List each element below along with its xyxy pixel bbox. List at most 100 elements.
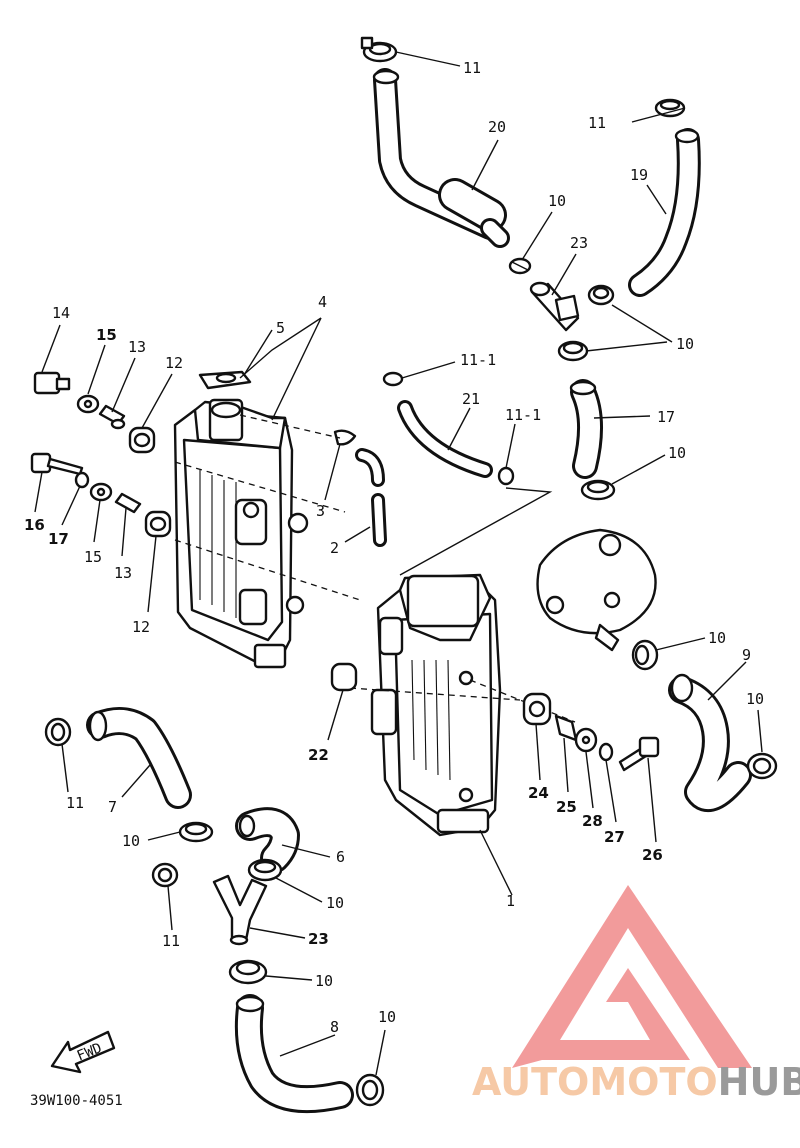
hose-clamp-10-pump	[631, 639, 659, 671]
hose-clamp-10-lower	[228, 959, 268, 985]
callout-11: 11	[162, 932, 180, 950]
callout-19: 19	[630, 166, 648, 184]
callout-11-1: 11-1	[505, 406, 541, 424]
callout-12: 12	[132, 618, 150, 636]
hose-clamp-11-lower-left	[44, 717, 72, 747]
leader-lines	[34, 51, 763, 1076]
hose-clamp-10-mid	[580, 479, 616, 501]
washer-28	[574, 727, 598, 753]
callout-23: 23	[570, 234, 588, 252]
callout-15: 15	[96, 326, 117, 344]
callout-10: 10	[548, 192, 566, 210]
water-pump-cover	[536, 528, 657, 652]
bolt-14	[33, 371, 71, 395]
callout-8: 8	[330, 1018, 339, 1036]
callout-10: 10	[326, 894, 344, 912]
hose-clamp-11-top	[360, 36, 398, 63]
callout-12: 12	[165, 354, 183, 372]
callout-26: 26	[642, 846, 663, 864]
fwd-arrow-icon	[50, 1030, 116, 1074]
washer-27	[598, 742, 614, 762]
bolt-16	[30, 452, 84, 476]
hose-20	[372, 68, 510, 248]
callout-labels: 11 20 11 19 10 23 10 4 5 14 15 13 12 11-…	[24, 59, 764, 1036]
callout-10: 10	[746, 690, 764, 708]
hose-clamp-11-lower	[151, 862, 179, 888]
drawing-code: 39W100-4051	[30, 1093, 123, 1109]
radiator-left	[173, 398, 309, 669]
collar-25	[554, 714, 578, 742]
callout-11-1: 11-1	[460, 351, 496, 369]
callout-10: 10	[676, 335, 694, 353]
hose-clamp-10-bottom	[355, 1073, 385, 1107]
hose-8	[234, 994, 354, 1114]
washer-17-left	[74, 471, 90, 489]
hose-9	[668, 673, 752, 812]
hose-clamp-10-center-b	[247, 858, 283, 882]
callout-10: 10	[668, 444, 686, 462]
hose-7	[86, 707, 192, 809]
watermark-text-dark: HUB	[718, 1060, 800, 1104]
callout-21: 21	[462, 390, 480, 408]
hose-clamp-11-1-a	[382, 371, 404, 387]
callout-24: 24	[528, 784, 549, 802]
callout-17: 17	[657, 408, 675, 426]
fwd-arrow: FWD	[50, 1030, 116, 1074]
watermark-logo-icon	[512, 885, 752, 1068]
watermark-text: AUTOMOTOHUB	[472, 1060, 800, 1104]
callout-11: 11	[463, 59, 481, 77]
callout-16: 16	[24, 516, 45, 534]
callout-11: 11	[66, 794, 84, 812]
collar-13-bottom	[114, 492, 142, 514]
callout-15: 15	[84, 548, 102, 566]
y-joint-23-lower	[212, 874, 268, 946]
radiator-cap-5	[198, 370, 252, 390]
hose-clamp-10-right-a	[587, 284, 615, 306]
hose-17	[569, 379, 604, 479]
grommet-12-top	[128, 426, 156, 454]
callout-4: 4	[318, 293, 327, 311]
overflow-hose-parts	[355, 448, 387, 547]
callout-5: 5	[276, 319, 285, 337]
watermark: AUTOMOTOHUB	[472, 885, 800, 1104]
hose-clamp-10-right-b	[557, 340, 589, 362]
callout-25: 25	[556, 798, 577, 816]
breather-hose-21	[397, 400, 493, 478]
t-joint-23-upper	[529, 281, 580, 332]
callout-13: 13	[128, 338, 146, 356]
hose-clamp-10-upper	[508, 257, 532, 275]
callout-11: 11	[588, 114, 606, 132]
hose-clamp-10-center-a	[178, 821, 214, 843]
callout-10: 10	[122, 832, 140, 850]
grommet-22	[330, 662, 358, 692]
callout-9: 9	[742, 646, 751, 664]
grommet-24	[522, 692, 552, 726]
bracket-3	[333, 429, 357, 446]
hose-clamp-10-far-right	[746, 752, 778, 780]
callout-10: 10	[315, 972, 333, 990]
callout-6: 6	[336, 848, 345, 866]
watermark-text-light: AUTOMOTO	[472, 1060, 718, 1104]
callout-28: 28	[582, 812, 603, 830]
callout-14: 14	[52, 304, 70, 322]
callout-20: 20	[488, 118, 506, 136]
washer-15-top	[76, 394, 100, 414]
hose-clamp-11-right	[654, 98, 686, 118]
radiator-right	[370, 573, 502, 837]
callout-17: 17	[48, 530, 69, 548]
hose-19	[628, 128, 701, 297]
hose-clamp-11-1-b	[497, 466, 515, 486]
collar-13-top	[98, 404, 126, 430]
washer-15-bottom	[89, 482, 113, 502]
callout-1: 1	[506, 892, 515, 910]
hose-6	[235, 807, 300, 873]
callout-7: 7	[108, 798, 117, 816]
callout-3: 3	[316, 502, 325, 520]
grommet-12-bottom	[144, 510, 172, 538]
callout-27: 27	[604, 828, 625, 846]
callout-10: 10	[378, 1008, 396, 1026]
callout-10: 10	[708, 629, 726, 647]
callout-22: 22	[308, 746, 329, 764]
callout-2: 2	[330, 539, 339, 557]
